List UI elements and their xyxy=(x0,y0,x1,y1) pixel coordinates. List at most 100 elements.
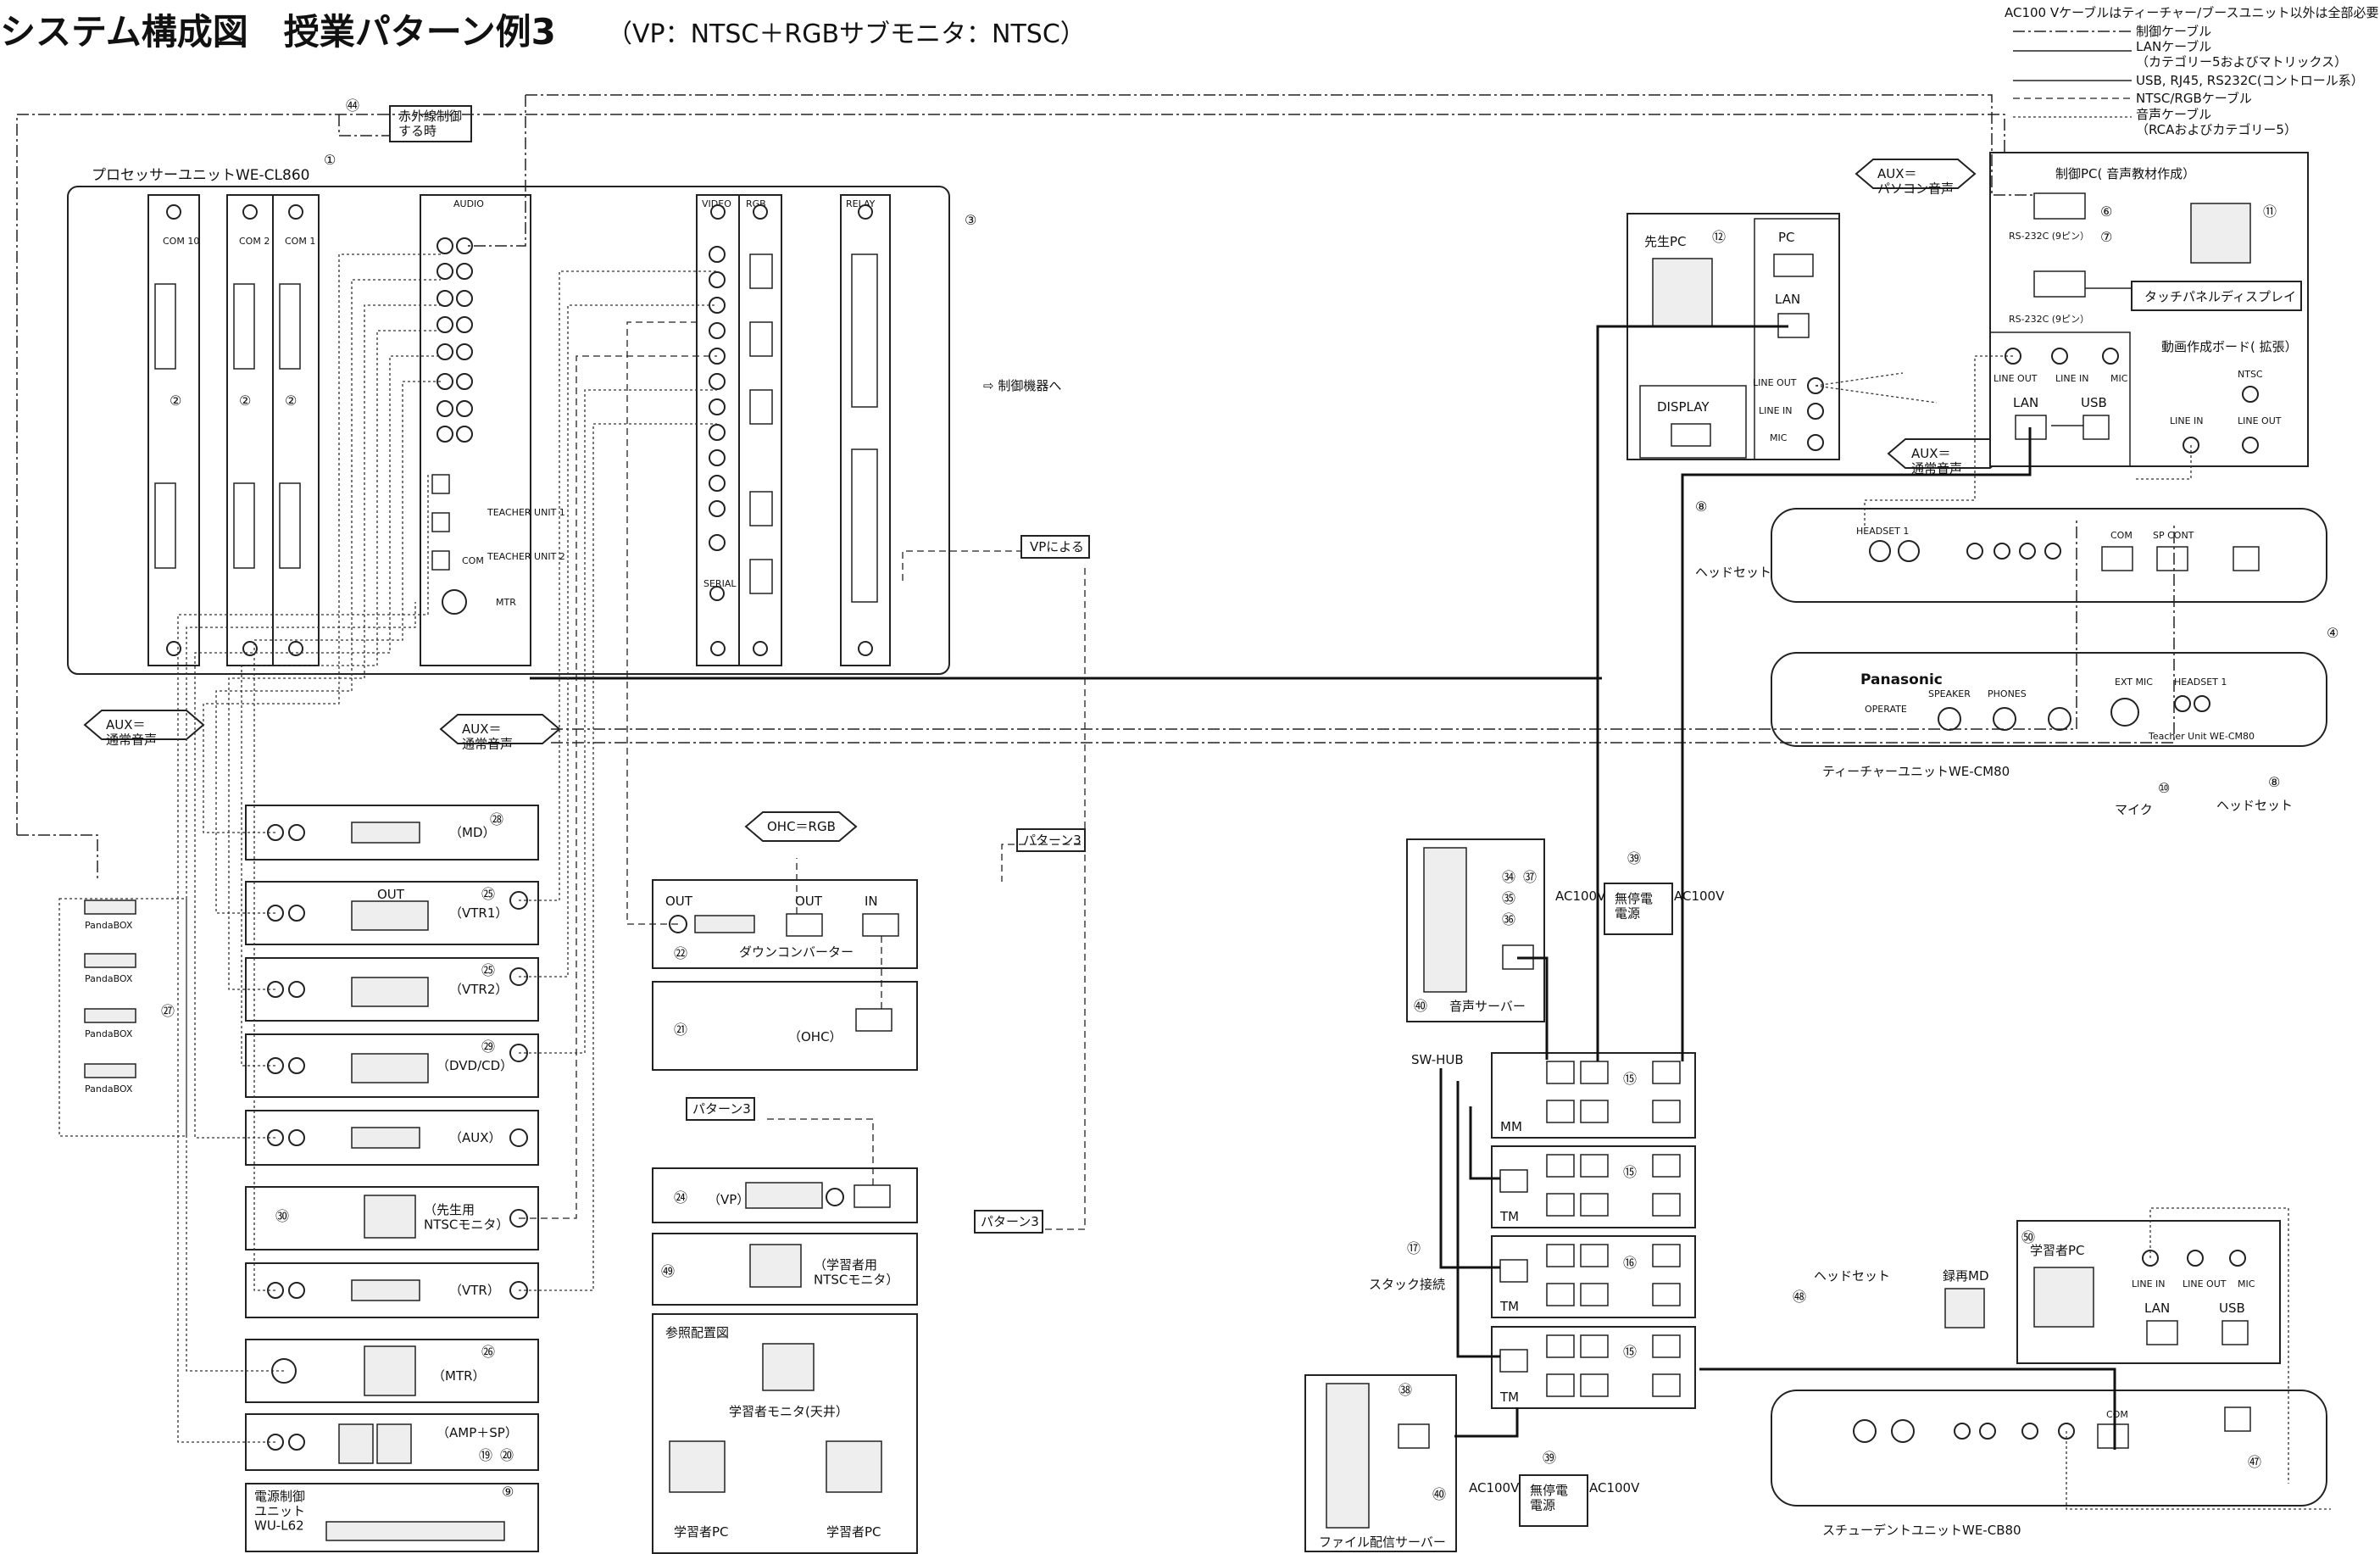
num-47: ㊼ xyxy=(2248,1454,2261,1470)
ref-monitor: 学習者モニタ(天井） xyxy=(729,1404,848,1419)
downconv-label: ダウンコンバーター xyxy=(739,944,854,960)
tm-monitor-device xyxy=(364,1195,415,1238)
power-strip-device xyxy=(326,1522,504,1540)
vtr2-label: （VTR2） xyxy=(449,982,508,997)
pattern3a-text: パターン3 xyxy=(1023,833,1082,848)
su-com: COM xyxy=(2106,1409,2128,1420)
num-7: ⑦ xyxy=(2100,229,2112,245)
pandabox-2: PandaBOX xyxy=(85,973,133,984)
audio-card xyxy=(420,195,531,666)
dvd-device xyxy=(352,1054,428,1083)
st-line-in: LINE IN xyxy=(2132,1278,2166,1289)
ctrl-mic: MIC xyxy=(2110,373,2128,384)
video-board-ntsc: NTSC xyxy=(2238,369,2263,380)
legend-usb: USB, RJ45, RS232C(コントロール系） xyxy=(2136,73,2364,88)
ref-pc2: 学習者PC xyxy=(826,1524,881,1540)
ohc-rgb-text: OHC＝RGB xyxy=(767,819,836,834)
com2-label: COM 2 xyxy=(239,236,270,247)
control-to-text: ⇨ 制御機器へ xyxy=(983,378,1061,393)
num-36: ㊱ xyxy=(1502,911,1515,927)
pandabox-3: PandaBOX xyxy=(85,1028,133,1039)
network-area: 音声サーバー 無停電電源 AC100V AC100V SW-HUB MM TM … xyxy=(1305,839,1725,1551)
vtr1-label: （VTR1） xyxy=(449,905,508,921)
com1-label: COM 1 xyxy=(285,236,315,247)
downconv-out1: OUT xyxy=(665,894,693,909)
stack-label: スタック接続 xyxy=(1369,1277,1445,1292)
legend-lan: LANケーブル xyxy=(2136,39,2211,54)
teacher-unit2-label: TEACHER UNIT 2 xyxy=(487,551,565,562)
dvd-label: （DVD/CD） xyxy=(437,1058,513,1073)
ac100v-4: AC100V xyxy=(1589,1480,1640,1496)
sw-hub-label: SW-HUB xyxy=(1411,1052,1464,1067)
num-24: ㉔ xyxy=(674,1189,687,1206)
ctrl-line-out: LINE OUT xyxy=(1994,373,2038,384)
amp-device xyxy=(339,1424,373,1463)
legend: AC100 Vケーブルはティーチャー/ブースユニット以外は全部必要 制御ケーブル… xyxy=(2005,5,2379,137)
com1-card xyxy=(273,195,319,666)
com2-card xyxy=(227,195,273,666)
ampsp-label: （AMP＋SP） xyxy=(437,1425,518,1440)
video-board-line-out: LINE OUT xyxy=(2238,415,2282,426)
serial-label: SERIAL xyxy=(703,578,737,589)
tu-com: COM xyxy=(2110,530,2133,541)
lan-label: LAN xyxy=(1775,292,1800,307)
touch-panel-label: タッチパネルディスプレイ xyxy=(2144,289,2296,304)
audio-label: AUDIO xyxy=(453,198,484,209)
tu-rear-headset: HEADSET 1 xyxy=(1856,526,1909,537)
pandabox-4: PandaBOX xyxy=(85,1083,133,1094)
legend-note: AC100 Vケーブルはティーチャー/ブースユニット以外は全部必要 xyxy=(2005,5,2379,20)
num-25b: ㉕ xyxy=(481,962,495,978)
pc-label: PC xyxy=(1778,230,1795,245)
num-8b: ⑧ xyxy=(2268,774,2280,790)
video-board-line-in: LINE IN xyxy=(2170,415,2204,426)
num-2b: ② xyxy=(239,393,251,409)
downconv-out2: OUT xyxy=(795,894,823,909)
mtr-label: MTR xyxy=(496,597,516,608)
num-15c: ⑮ xyxy=(1623,1344,1637,1360)
st-line-out: LINE OUT xyxy=(2183,1278,2227,1289)
rgb-card xyxy=(739,195,781,666)
teacher-pc-label: 先生PC xyxy=(1644,234,1687,249)
num-40b: ㊵ xyxy=(1432,1486,1446,1502)
aux-device xyxy=(352,1128,420,1148)
pattern3c-text: パターン3 xyxy=(981,1214,1039,1229)
num-28: ㉘ xyxy=(490,811,503,827)
page-title: システム構成図 授業パターン例3 xyxy=(0,11,556,53)
page-subtitle: （VP：NTSC＋RGBサブモニタ：NTSC） xyxy=(607,19,1086,49)
mtr-device-label: （MTR） xyxy=(432,1368,486,1384)
com10-card xyxy=(148,195,199,666)
num-8a: ⑧ xyxy=(1695,499,1707,515)
line-in-label: LINE IN xyxy=(1759,405,1793,416)
num-15b: ⑮ xyxy=(1623,1164,1637,1180)
tu-ext-mic: EXT MIC xyxy=(2115,677,2153,688)
aux-label: （AUX） xyxy=(449,1130,502,1145)
control-pc-label: 制御PC( 音声教材作成） xyxy=(2055,166,2195,181)
ref-pc1: 学習者PC xyxy=(674,1524,729,1540)
vp-by-text: VPによる xyxy=(1030,539,1084,554)
num-39a: ㊴ xyxy=(1627,850,1641,866)
hub-tm1-label: TM xyxy=(1499,1209,1519,1224)
num-49: ㊾ xyxy=(661,1263,675,1279)
vtr1-device xyxy=(352,901,428,930)
num-15a: ⑮ xyxy=(1623,1071,1637,1087)
rs232-2-label: RS-232C (9ピン） xyxy=(2009,314,2089,325)
ac100v-3: AC100V xyxy=(1469,1480,1520,1496)
downconv-in: IN xyxy=(865,894,878,909)
ref-title: 参照配置図 xyxy=(665,1325,729,1340)
teacher-pc-box xyxy=(1627,214,1839,460)
num-12: ⑫ xyxy=(1712,229,1726,245)
legend-lan-sub: （カテゴリー5およびマトリックス） xyxy=(2136,54,2347,70)
num-40a: ㊵ xyxy=(1414,998,1427,1014)
processor-number: ① xyxy=(324,152,336,168)
ctrl-lan: LAN xyxy=(2013,395,2038,410)
md-device xyxy=(352,822,420,843)
sp-device xyxy=(377,1424,411,1463)
student-area: 学習者PC LINE IN LINE OUT MIC LAN USB ヘッドセッ… xyxy=(1771,1221,2327,1538)
rs232-1-label: RS-232C (9ピン） xyxy=(2009,231,2089,242)
student-unit-label: スチューデントユニットWE-CB80 xyxy=(1822,1523,2021,1538)
middle-devices: ダウンコンバーター OUT OUT IN （OHC） （VP） （学習者用NTS… xyxy=(653,880,917,1553)
legend-audio: 音声ケーブル xyxy=(2136,107,2211,122)
vp-label: （VP） xyxy=(708,1192,749,1207)
